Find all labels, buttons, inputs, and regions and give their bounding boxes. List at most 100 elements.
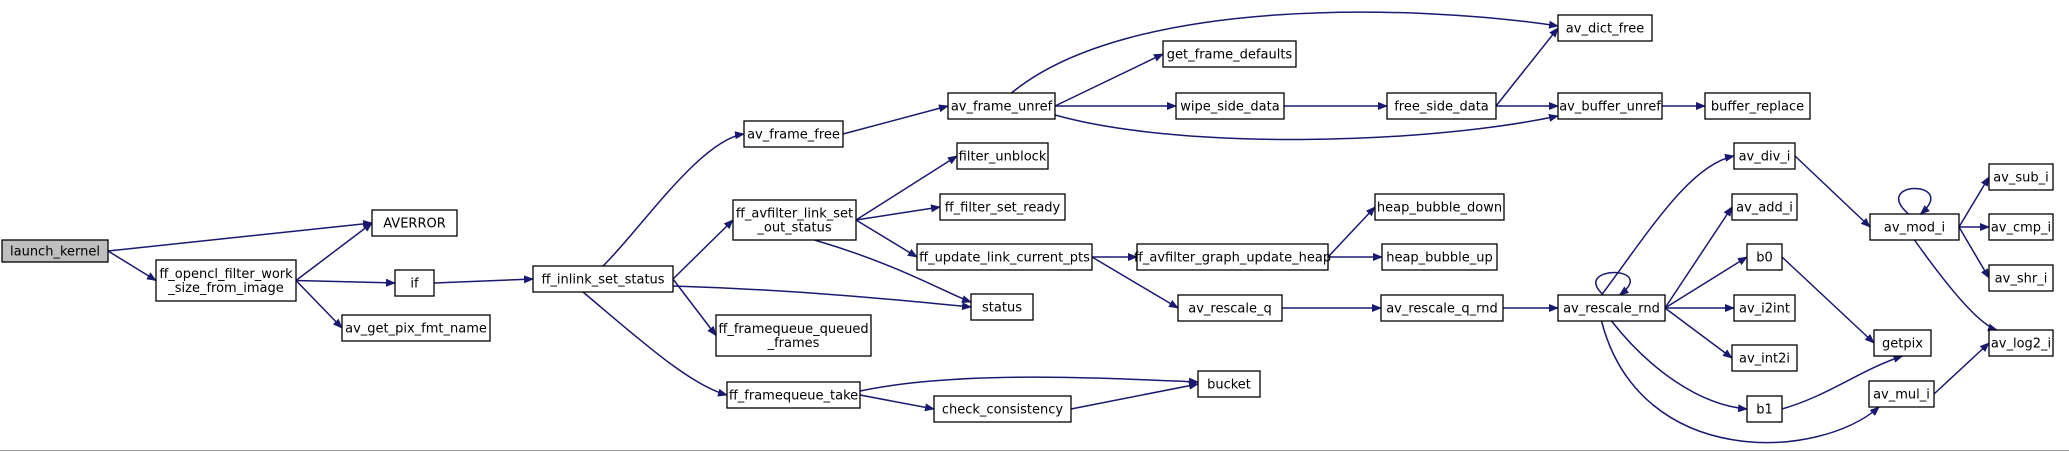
node-if[interactable]: if xyxy=(394,269,435,297)
node-label: ff_avfilter_link_set xyxy=(736,207,853,222)
node-av_frame_free[interactable]: av_frame_free xyxy=(743,120,844,148)
edge-av_rescale_rnd-to-av_div_i xyxy=(1600,153,1735,296)
node-AVERROR[interactable]: AVERROR xyxy=(371,209,458,237)
node-label: ff_framequeue_queued xyxy=(718,322,868,337)
node-box xyxy=(732,199,857,241)
node-av_i2int[interactable]: av_i2int xyxy=(1733,294,1796,322)
node-label: check_consistency xyxy=(942,403,1064,418)
edges-layer xyxy=(107,11,1998,444)
node-label: buffer_replace xyxy=(1711,100,1804,115)
edge-ff_opencl_filter_work_size_from_image-to-av_get_pix_fmt_name xyxy=(295,279,343,329)
node-av_mul_i[interactable]: av_mul_i xyxy=(1868,380,1935,408)
node-box xyxy=(532,265,674,293)
node-label: ff_framequeue_take xyxy=(729,389,858,404)
node-label: heap_bubble_up xyxy=(1386,251,1493,266)
edge-av_mod_i-to-av_sub_i xyxy=(1958,176,1990,228)
node-label: av_frame_unref xyxy=(951,100,1053,115)
node-label: av_cmp_i xyxy=(1991,221,2051,236)
node-label: if xyxy=(410,277,419,292)
node-wipe_side_data[interactable]: wipe_side_data xyxy=(1175,92,1285,120)
node-label: ff_opencl_filter_work xyxy=(159,267,293,282)
node-av_add_i[interactable]: av_add_i xyxy=(1731,193,1798,221)
node-label: free_side_data xyxy=(1394,100,1489,115)
node-ff_framequeue_take[interactable]: ff_framequeue_take xyxy=(726,381,861,409)
node-label: av_div_i xyxy=(1739,150,1791,165)
node-label: av_sub_i xyxy=(1993,171,2049,186)
node-box xyxy=(341,314,491,342)
node-av_div_i[interactable]: av_div_i xyxy=(1733,142,1796,170)
edge-av_mul_i-to-av_log2_i xyxy=(1933,342,1990,395)
node-bucket[interactable]: bucket xyxy=(1197,370,1261,398)
edge-ff_inlink_set_status-to-ff_framequeue_queued_frames xyxy=(672,278,717,337)
node-label: status xyxy=(982,301,1022,316)
node-av_dict_free[interactable]: av_dict_free xyxy=(1557,14,1653,42)
node-ff_inlink_set_status[interactable]: ff_inlink_set_status xyxy=(532,265,674,293)
node-label: av_rescale_rnd xyxy=(1563,302,1660,317)
node-free_side_data[interactable]: free_side_data xyxy=(1386,92,1497,120)
node-av_sub_i[interactable]: av_sub_i xyxy=(1988,163,2054,191)
node-box xyxy=(1731,344,1798,372)
node-box xyxy=(1197,370,1261,398)
node-ff_avfilter_graph_update_heap[interactable]: ff_avfilter_graph_update_heap xyxy=(1134,243,1331,271)
edge-ff_inlink_set_status-to-ff_framequeue_take xyxy=(582,291,728,397)
node-label: av_buffer_unref xyxy=(1559,100,1661,115)
node-ff_framequeue_queued_frames[interactable]: ff_framequeue_queued_frames xyxy=(715,314,872,357)
node-label: ff_inlink_set_status xyxy=(541,273,664,288)
node-box xyxy=(1746,395,1783,423)
node-buffer_replace[interactable]: buffer_replace xyxy=(1704,92,1811,120)
edge-ff_opencl_filter_work_size_from_image-to-if xyxy=(295,278,396,287)
node-av_frame_unref[interactable]: av_frame_unref xyxy=(947,92,1056,120)
node-box xyxy=(1136,243,1329,271)
node-getpix[interactable]: getpix xyxy=(1873,329,1932,357)
node-box xyxy=(1733,294,1796,322)
node-launch_kernel[interactable]: launch_kernel xyxy=(1,239,109,263)
node-label: av_rescale_q xyxy=(1188,302,1271,317)
node-av_int2i[interactable]: av_int2i xyxy=(1731,344,1798,372)
node-av_get_pix_fmt_name[interactable]: av_get_pix_fmt_name xyxy=(341,314,491,342)
node-ff_opencl_filter_work_size_from_image[interactable]: ff_opencl_filter_work_size_from_image xyxy=(155,259,297,302)
node-av_cmp_i[interactable]: av_cmp_i xyxy=(1988,213,2054,241)
node-box xyxy=(970,293,1034,321)
edge-ff_avfilter_link_set_out_status-to-ff_update_link_current_pts xyxy=(855,219,918,258)
node-ff_filter_set_ready[interactable]: ff_filter_set_ready xyxy=(939,193,1066,221)
node-label: b1 xyxy=(1756,403,1773,418)
edge-av_rescale_rnd-to-b1 xyxy=(1610,320,1748,413)
node-av_shr_i[interactable]: av_shr_i xyxy=(1988,264,2054,292)
node-av_log2_i[interactable]: av_log2_i xyxy=(1988,329,2054,357)
node-box xyxy=(956,142,1049,170)
node-filter_unblock[interactable]: filter_unblock xyxy=(956,142,1049,170)
node-box xyxy=(1868,380,1935,408)
node-heap_bubble_up[interactable]: heap_bubble_up xyxy=(1381,243,1498,271)
node-label: av_rescale_q_rnd xyxy=(1386,302,1498,317)
node-av_rescale_q[interactable]: av_rescale_q xyxy=(1177,294,1283,322)
edge-av_rescale_rnd-to-av_mul_i xyxy=(1600,320,1880,444)
node-box xyxy=(1731,193,1798,221)
node-b1[interactable]: b1 xyxy=(1746,395,1783,423)
node-av_rescale_rnd[interactable]: av_rescale_rnd xyxy=(1557,294,1666,322)
node-b0[interactable]: b0 xyxy=(1746,243,1783,271)
node-ff_avfilter_link_set_out_status[interactable]: ff_avfilter_link_set_out_status xyxy=(732,199,857,241)
edge-av_frame_unref-to-av_dict_free xyxy=(1011,11,1559,94)
node-label: launch_kernel xyxy=(10,245,100,260)
node-box xyxy=(1873,329,1932,357)
node-av_mod_i[interactable]: av_mod_i xyxy=(1869,213,1960,241)
edge-ff_inlink_set_status-to-status xyxy=(672,285,972,311)
edge-ff_avfilter_graph_update_heap-to-heap_bubble_down xyxy=(1327,206,1376,258)
nodes-layer: launch_kernel ff_opencl_filter_work_size_… xyxy=(1,14,2054,423)
node-status[interactable]: status xyxy=(970,293,1034,321)
node-label: _size_from_image xyxy=(167,281,283,296)
node-av_buffer_unref[interactable]: av_buffer_unref xyxy=(1557,92,1663,120)
node-ff_update_link_current_pts[interactable]: ff_update_link_current_pts xyxy=(916,243,1093,271)
node-box xyxy=(1988,329,2054,357)
node-check_consistency[interactable]: check_consistency xyxy=(933,395,1072,423)
node-label: av_shr_i xyxy=(1995,272,2048,287)
edge-av_mod_i-to-av_shr_i xyxy=(1958,226,1990,279)
edge-av_frame_free-to-av_frame_unref xyxy=(842,104,949,135)
node-box xyxy=(1869,213,1960,241)
node-av_rescale_q_rnd[interactable]: av_rescale_q_rnd xyxy=(1380,294,1504,322)
node-box xyxy=(939,193,1066,221)
edge-ff_framequeue_take-to-check_consistency xyxy=(859,394,935,412)
node-get_frame_defaults[interactable]: get_frame_defaults xyxy=(1162,40,1297,68)
node-box xyxy=(1704,92,1811,120)
node-heap_bubble_down[interactable]: heap_bubble_down xyxy=(1374,193,1505,221)
